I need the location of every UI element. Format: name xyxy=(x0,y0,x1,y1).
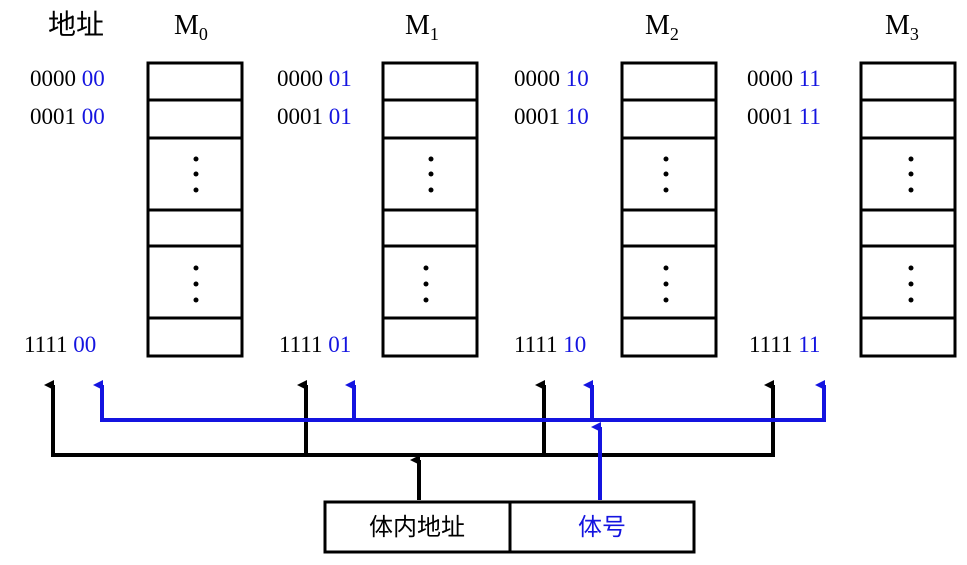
address-label-last: 1111 01 xyxy=(279,332,351,357)
address-register: 体内地址 体号 xyxy=(323,500,696,554)
address-label-last: 1111 00 xyxy=(24,332,96,357)
memory-column xyxy=(620,61,718,358)
module-title: M0 xyxy=(174,10,208,44)
address-header: 地址 xyxy=(48,8,104,41)
bank-select-bus xyxy=(93,380,826,500)
address-label-second: 0001 01 xyxy=(277,104,352,129)
ellipsis-dots xyxy=(423,156,434,303)
module-m1: M1 0000 01 0001 01 1111 01 xyxy=(277,10,479,358)
address-label-last: 1111 11 xyxy=(749,332,820,357)
ellipsis-dots xyxy=(908,156,914,303)
address-label-first: 0000 11 xyxy=(747,66,821,91)
address-label-first: 0000 00 xyxy=(30,66,105,91)
memory-column xyxy=(146,61,244,358)
address-label-second: 0001 11 xyxy=(747,104,821,129)
address-label-last: 1111 10 xyxy=(514,332,586,357)
module-title: M1 xyxy=(405,10,439,44)
bank-number-field: 体号 xyxy=(578,513,626,541)
memory-column xyxy=(381,61,479,358)
inner-address-field: 体内地址 xyxy=(369,513,465,541)
module-m0: M0 0000 00 0001 00 1111 00 xyxy=(24,10,244,358)
module-title: M3 xyxy=(885,10,919,44)
module-m3: M3 0000 11 0001 11 1111 11 xyxy=(747,10,957,358)
address-label-first: 0000 01 xyxy=(277,66,352,91)
inner-address-bus xyxy=(44,380,775,500)
address-label-second: 0001 00 xyxy=(30,104,105,129)
ellipsis-dots xyxy=(193,156,199,303)
module-m2: M2 0000 10 0001 10 1111 10 xyxy=(514,10,718,358)
address-label-first: 0000 10 xyxy=(514,66,589,91)
address-label-second: 0001 10 xyxy=(514,104,589,129)
memory-column xyxy=(859,61,957,358)
ellipsis-dots xyxy=(663,156,669,303)
module-title: M2 xyxy=(645,10,679,44)
